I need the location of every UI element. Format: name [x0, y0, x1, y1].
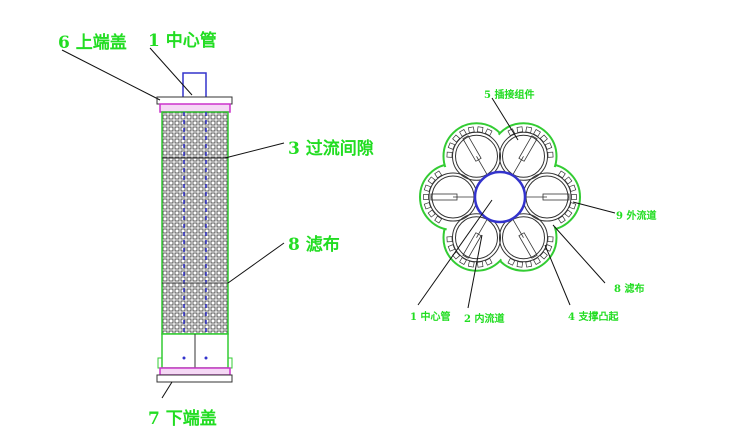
filter-side-view — [156, 72, 233, 383]
support-bump — [507, 257, 516, 266]
label-center-tube: 1 中心管 — [148, 31, 217, 51]
right-leader-lines — [417, 97, 616, 309]
left-leader-lines — [61, 47, 285, 399]
support-bump — [452, 134, 461, 143]
support-bump — [476, 261, 484, 268]
support-bump — [571, 194, 577, 200]
top-band — [159, 103, 231, 113]
support-bump — [525, 126, 533, 134]
support-bump — [557, 170, 566, 179]
support-bump — [427, 176, 436, 185]
support-bump — [568, 202, 577, 210]
support-bump — [568, 184, 577, 192]
support-bump — [484, 257, 493, 266]
support-bump — [427, 209, 436, 218]
support-bump — [423, 184, 432, 192]
support-bump — [557, 215, 566, 224]
support-bump — [446, 236, 453, 243]
label-filter-cloth: 8 滤布 — [288, 235, 340, 255]
bottom-cap — [156, 374, 233, 383]
support-bump — [446, 151, 453, 158]
bottom-band — [159, 367, 231, 376]
support-bump — [423, 202, 432, 210]
support-bump — [476, 126, 484, 133]
support-bump — [516, 126, 524, 133]
label-inner-channel: 2 内流道 — [464, 314, 505, 325]
support-bump — [467, 260, 475, 268]
label-top-cap: 6 上端盖 — [58, 33, 127, 53]
label-support-bump: 4 支撑凸起 — [568, 312, 619, 323]
support-bump — [467, 126, 475, 134]
label-filter-cloth-section: 8 滤布 — [614, 284, 645, 295]
support-bump — [525, 260, 533, 268]
label-outer-channel: 9 外流道 — [616, 211, 657, 222]
center-tube — [473, 170, 527, 224]
top-cap — [156, 96, 233, 105]
support-bump — [547, 236, 554, 243]
label-flow-gap: 3 过流间隙 — [288, 139, 374, 159]
support-bump — [516, 261, 524, 268]
filter-body — [161, 111, 229, 335]
support-bump — [547, 151, 554, 158]
label-center-tube-section: 1 中心管 — [410, 312, 451, 323]
label-bottom-cap: 7 下端盖 — [148, 409, 217, 429]
filter-cross-section — [419, 122, 581, 272]
support-bump — [423, 194, 429, 200]
label-plug-assembly: 5 插接组件 — [484, 90, 535, 101]
